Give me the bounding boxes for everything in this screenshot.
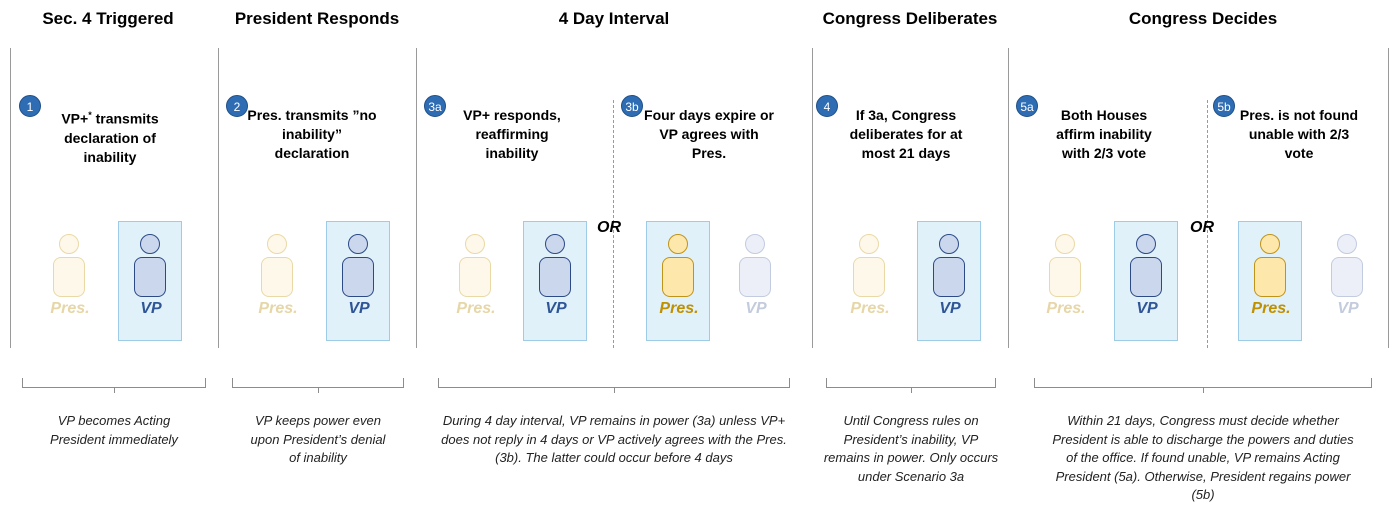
person-head-icon — [1260, 234, 1280, 254]
step-badge-5a: 5a — [1016, 95, 1038, 117]
person-body-icon — [459, 257, 491, 297]
bracket-decides — [1034, 378, 1372, 393]
vp-figure: VP — [726, 222, 786, 326]
person-body-icon — [261, 257, 293, 297]
person-body-icon — [853, 257, 885, 297]
or-label: OR — [1190, 219, 1214, 236]
figure-label-pres: Pres. — [659, 300, 699, 317]
person-head-icon — [545, 234, 565, 254]
divider-line — [218, 48, 219, 348]
step-badge-3a: 3a — [424, 95, 446, 117]
figure-label-pres: Pres. — [850, 300, 890, 317]
step-text-5a: Both Houses affirm inability with 2/3 vo… — [1056, 107, 1152, 161]
note-deliberates: Until Congress rules on President’s inab… — [823, 413, 999, 484]
president-figure: Pres. — [248, 222, 308, 326]
person-body-icon — [539, 257, 571, 297]
person-head-icon — [859, 234, 879, 254]
step-text-3a: VP+ responds, reaffirming inability — [463, 107, 561, 161]
person-body-icon — [53, 257, 85, 297]
divider-line — [416, 48, 417, 348]
figure-label-pres: Pres. — [258, 300, 298, 317]
president-figure: Pres. — [446, 222, 506, 326]
figure-label-pres: Pres. — [1046, 300, 1086, 317]
or-divider-dashed — [1207, 100, 1208, 348]
divider-line — [812, 48, 813, 348]
president-figure-highlighted: Pres. — [646, 221, 710, 341]
president-figure: Pres. — [1036, 222, 1096, 326]
figure-label-pres: Pres. — [1251, 300, 1291, 317]
vp-figure-highlighted: VP — [523, 221, 587, 341]
president-figure-highlighted: Pres. — [1238, 221, 1302, 341]
vp-figure-highlighted: VP — [917, 221, 981, 341]
person-head-icon — [267, 234, 287, 254]
step-text-4: If 3a, Congress deliberates for at most … — [849, 107, 963, 161]
person-head-icon — [939, 234, 959, 254]
divider-line — [1008, 48, 1009, 348]
person-head-icon — [745, 234, 765, 254]
vp-figure-highlighted: VP — [118, 221, 182, 341]
note-president: VP keeps power even upon President’s den… — [250, 413, 386, 465]
note-sec4: VP becomes Acting President immediately — [50, 413, 178, 447]
header-sec4-triggered: Sec. 4 Triggered — [42, 9, 174, 28]
figure-label-vp: VP — [1337, 300, 1359, 317]
bracket-sec4 — [22, 378, 206, 393]
person-body-icon — [1331, 257, 1363, 297]
divider-line — [1388, 48, 1389, 348]
figure-label-vp: VP — [545, 300, 567, 317]
president-figure: Pres. — [40, 222, 100, 326]
step-badge-2: 2 — [226, 95, 248, 117]
person-body-icon — [662, 257, 694, 297]
vp-figure-highlighted: VP — [326, 221, 390, 341]
president-figure: Pres. — [840, 222, 900, 326]
vp-figure-highlighted: VP — [1114, 221, 1178, 341]
person-head-icon — [1136, 234, 1156, 254]
note-interval: During 4 day interval, VP remains in pow… — [441, 413, 787, 465]
person-head-icon — [59, 234, 79, 254]
person-head-icon — [668, 234, 688, 254]
person-body-icon — [134, 257, 166, 297]
note-decides: Within 21 days, Congress must decide whe… — [1052, 413, 1354, 502]
figure-label-vp: VP — [140, 300, 162, 317]
divider-line — [10, 48, 11, 348]
header-congress-decides: Congress Decides — [1128, 9, 1278, 28]
step-badge-1: 1 — [19, 95, 41, 117]
step-text-1: VP+* transmits declaration of inability — [61, 110, 159, 165]
header-congress-deliberates: Congress Deliberates — [822, 9, 998, 28]
figure-label-vp: VP — [939, 300, 961, 317]
person-head-icon — [140, 234, 160, 254]
person-head-icon — [1055, 234, 1075, 254]
or-label: OR — [597, 219, 621, 236]
figure-label-vp: VP — [1136, 300, 1158, 317]
person-head-icon — [348, 234, 368, 254]
bracket-deliberates — [826, 378, 996, 393]
step-badge-3b: 3b — [621, 95, 643, 117]
or-divider-dashed — [613, 100, 614, 348]
figure-label-pres: Pres. — [456, 300, 496, 317]
person-head-icon — [1337, 234, 1357, 254]
vp-figure: VP — [1318, 222, 1378, 326]
step-text-3b: Four days expire or VP agrees with Pres. — [644, 107, 774, 161]
person-body-icon — [342, 257, 374, 297]
bracket-president — [232, 378, 404, 393]
figure-label-pres: Pres. — [50, 300, 90, 317]
person-head-icon — [465, 234, 485, 254]
person-body-icon — [933, 257, 965, 297]
header-president-responds: President Responds — [234, 9, 400, 28]
step-badge-4: 4 — [816, 95, 838, 117]
person-body-icon — [1254, 257, 1286, 297]
person-body-icon — [739, 257, 771, 297]
person-body-icon — [1049, 257, 1081, 297]
figure-label-vp: VP — [745, 300, 767, 317]
person-body-icon — [1130, 257, 1162, 297]
step-badge-5b: 5b — [1213, 95, 1235, 117]
step-text-5b: Pres. is not found unable with 2/3 vote — [1239, 107, 1359, 161]
figure-label-vp: VP — [348, 300, 370, 317]
step-text-2: Pres. transmits ”no inability” declarati… — [247, 107, 377, 161]
header-4-day-interval: 4 Day Interval — [558, 9, 670, 28]
bracket-interval — [438, 378, 790, 393]
